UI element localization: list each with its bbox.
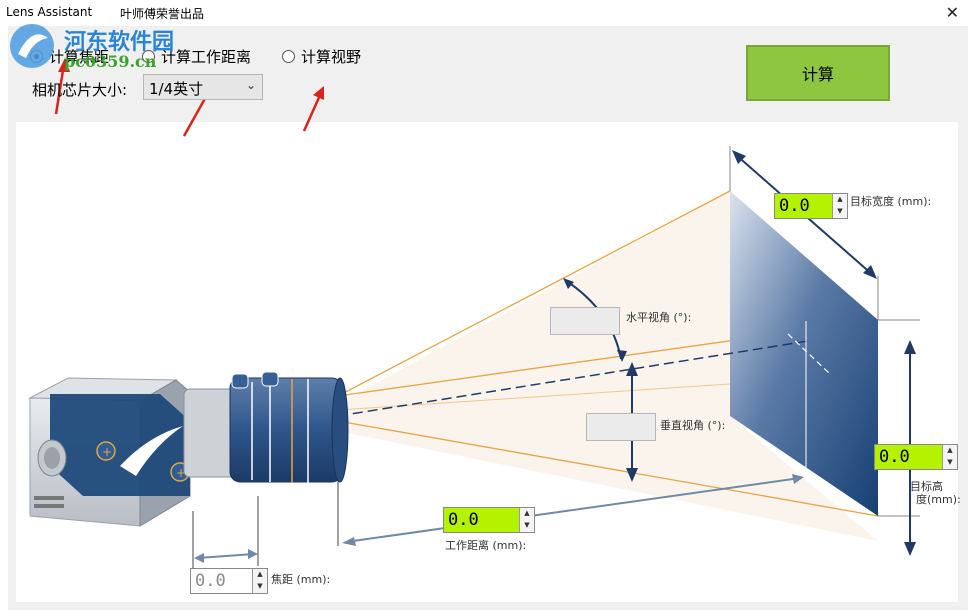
target-width-spinner[interactable]: 0.0 ▲▼ xyxy=(774,193,848,219)
h-angle-output xyxy=(550,307,620,335)
focal-length-spinner[interactable]: 0.0 ▲▼ xyxy=(190,568,268,594)
lens-barrel xyxy=(229,377,343,483)
watermark-logo-icon xyxy=(10,24,54,68)
svg-text:+: + xyxy=(176,466,186,480)
chip-size-label: 相机芯片大小: xyxy=(32,81,128,99)
spinner-buttons[interactable]: ▲▼ xyxy=(252,569,267,593)
chevron-down-icon: ⌄ xyxy=(245,78,256,92)
radio-calc-fov[interactable]: 计算视野 xyxy=(282,46,361,67)
spinner-buttons[interactable]: ▲▼ xyxy=(942,445,957,469)
window-title: Lens Assistant xyxy=(6,5,93,19)
target-height-label-line1: 目标高 xyxy=(910,480,943,493)
down-arrow-icon[interactable]: ▼ xyxy=(524,521,530,529)
h-angle-label: 水平视角 (°): xyxy=(626,311,692,324)
calculate-button[interactable]: 计算 xyxy=(746,45,890,101)
v-angle-output xyxy=(586,413,656,441)
fov-cone xyxy=(338,191,878,541)
close-button[interactable]: ✕ xyxy=(945,3,959,22)
down-arrow-icon[interactable]: ▼ xyxy=(257,582,263,590)
svg-text:+: + xyxy=(102,445,112,459)
spinner-buttons[interactable]: ▲▼ xyxy=(519,508,534,532)
target-plane xyxy=(730,191,878,516)
title-bar: Lens Assistant 叶师傅荣誉出品 ✕ xyxy=(0,0,971,26)
up-arrow-icon[interactable]: ▲ xyxy=(947,446,953,454)
main-panel: + + 计算焦距 计算工作距离 计算视野 相机芯片大 xyxy=(8,26,968,610)
watermark-line1: 河东软件园 xyxy=(64,29,175,55)
working-distance-spinner[interactable]: 0.0 ▲▼ xyxy=(443,507,535,533)
spinner-buttons[interactable]: ▲▼ xyxy=(832,194,847,218)
radio-dot-icon xyxy=(282,50,295,63)
radio-dot-icon xyxy=(142,50,155,63)
working-distance-value[interactable]: 0.0 xyxy=(444,508,519,532)
chip-size-value: 1/4英寸 xyxy=(149,80,204,98)
target-height-value[interactable]: 0.0 xyxy=(875,445,942,469)
chip-size-select[interactable]: 1/4英寸 ⌄ xyxy=(143,74,263,100)
target-height-spinner[interactable]: 0.0 ▲▼ xyxy=(874,444,958,470)
up-arrow-icon[interactable]: ▲ xyxy=(837,195,843,203)
focal-length-label: 焦距 (mm): xyxy=(271,573,331,586)
focal-length-value[interactable]: 0.0 xyxy=(191,569,252,593)
window-subtitle: 叶师傅荣誉出品 xyxy=(120,7,205,21)
target-height-label-line2: 度(mm): xyxy=(916,493,961,506)
radio-label: 计算工作距离 xyxy=(161,48,252,66)
watermark: 河东软件园 pc0359.cn xyxy=(4,10,204,71)
radio-calc-working-distance[interactable]: 计算工作距离 xyxy=(142,46,251,67)
radio-label: 计算焦距 xyxy=(49,48,110,66)
down-arrow-icon[interactable]: ▼ xyxy=(947,458,953,466)
watermark-line2: pc0359.cn xyxy=(64,52,157,71)
v-angle-label: 垂直视角 (°): xyxy=(660,419,726,432)
working-distance-label: 工作距离 (mm): xyxy=(445,539,527,552)
target-width-label: 目标宽度 (mm): xyxy=(850,195,932,208)
radio-label: 计算视野 xyxy=(301,48,362,66)
down-arrow-icon[interactable]: ▼ xyxy=(837,207,843,215)
up-arrow-icon[interactable]: ▲ xyxy=(257,570,263,578)
target-width-value[interactable]: 0.0 xyxy=(775,194,832,218)
up-arrow-icon[interactable]: ▲ xyxy=(524,509,530,517)
